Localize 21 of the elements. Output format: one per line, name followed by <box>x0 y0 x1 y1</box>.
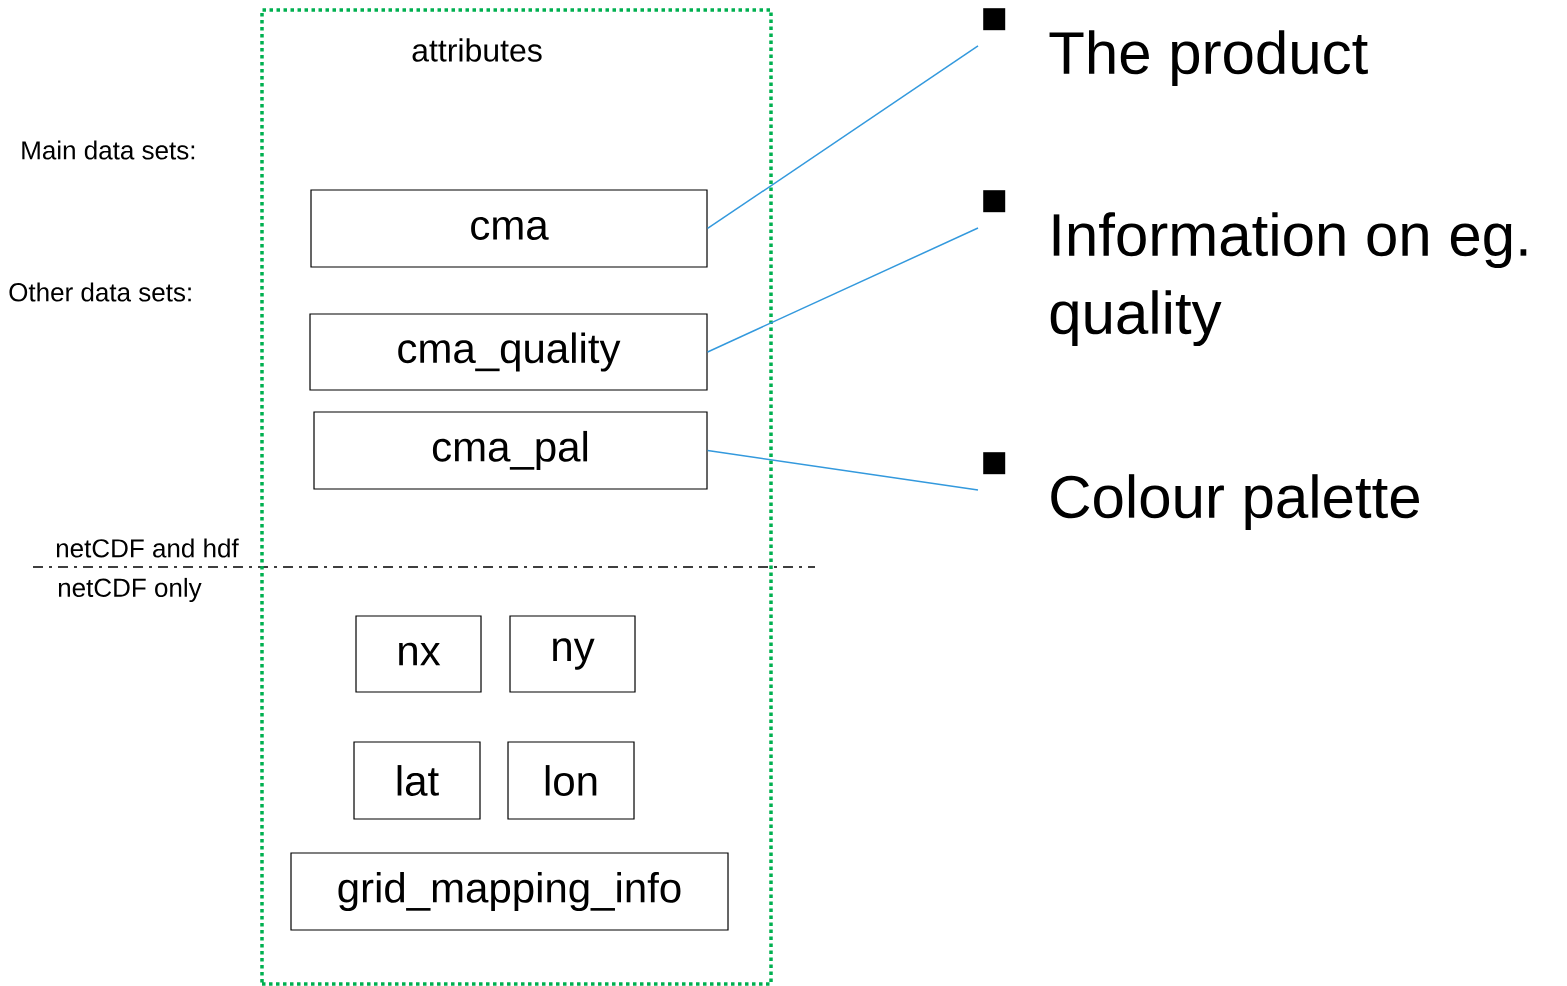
bullet-item: The product <box>983 8 1368 87</box>
data-set-box: lat <box>353 741 481 820</box>
connector-line <box>706 45 979 230</box>
bullet-item: Information on eg. quality <box>983 190 1527 347</box>
side-label: netCDF only <box>58 577 202 603</box>
bullet-item: Colour palette <box>983 452 1419 531</box>
data-set-box: cma_pal <box>313 411 708 490</box>
node-label: Colour palette <box>1051 474 1419 531</box>
side-label: Other data sets: <box>9 282 191 302</box>
connector-line <box>706 449 979 491</box>
node-label: Information on eg. quality <box>1050 212 1527 347</box>
node-label: The product <box>1049 30 1368 87</box>
data-set-box: ny <box>509 615 636 693</box>
data-set-box: cma <box>310 189 708 268</box>
data-set-box: grid_mapping_info <box>290 852 729 931</box>
data-set-box: cma_quality <box>309 313 708 391</box>
data-set-box: lon <box>507 741 635 820</box>
side-label: netCDF and hdf <box>56 538 239 558</box>
side-label: Main data sets: <box>22 140 195 160</box>
connector-line <box>706 227 979 353</box>
data-set-box: nx <box>355 615 482 693</box>
